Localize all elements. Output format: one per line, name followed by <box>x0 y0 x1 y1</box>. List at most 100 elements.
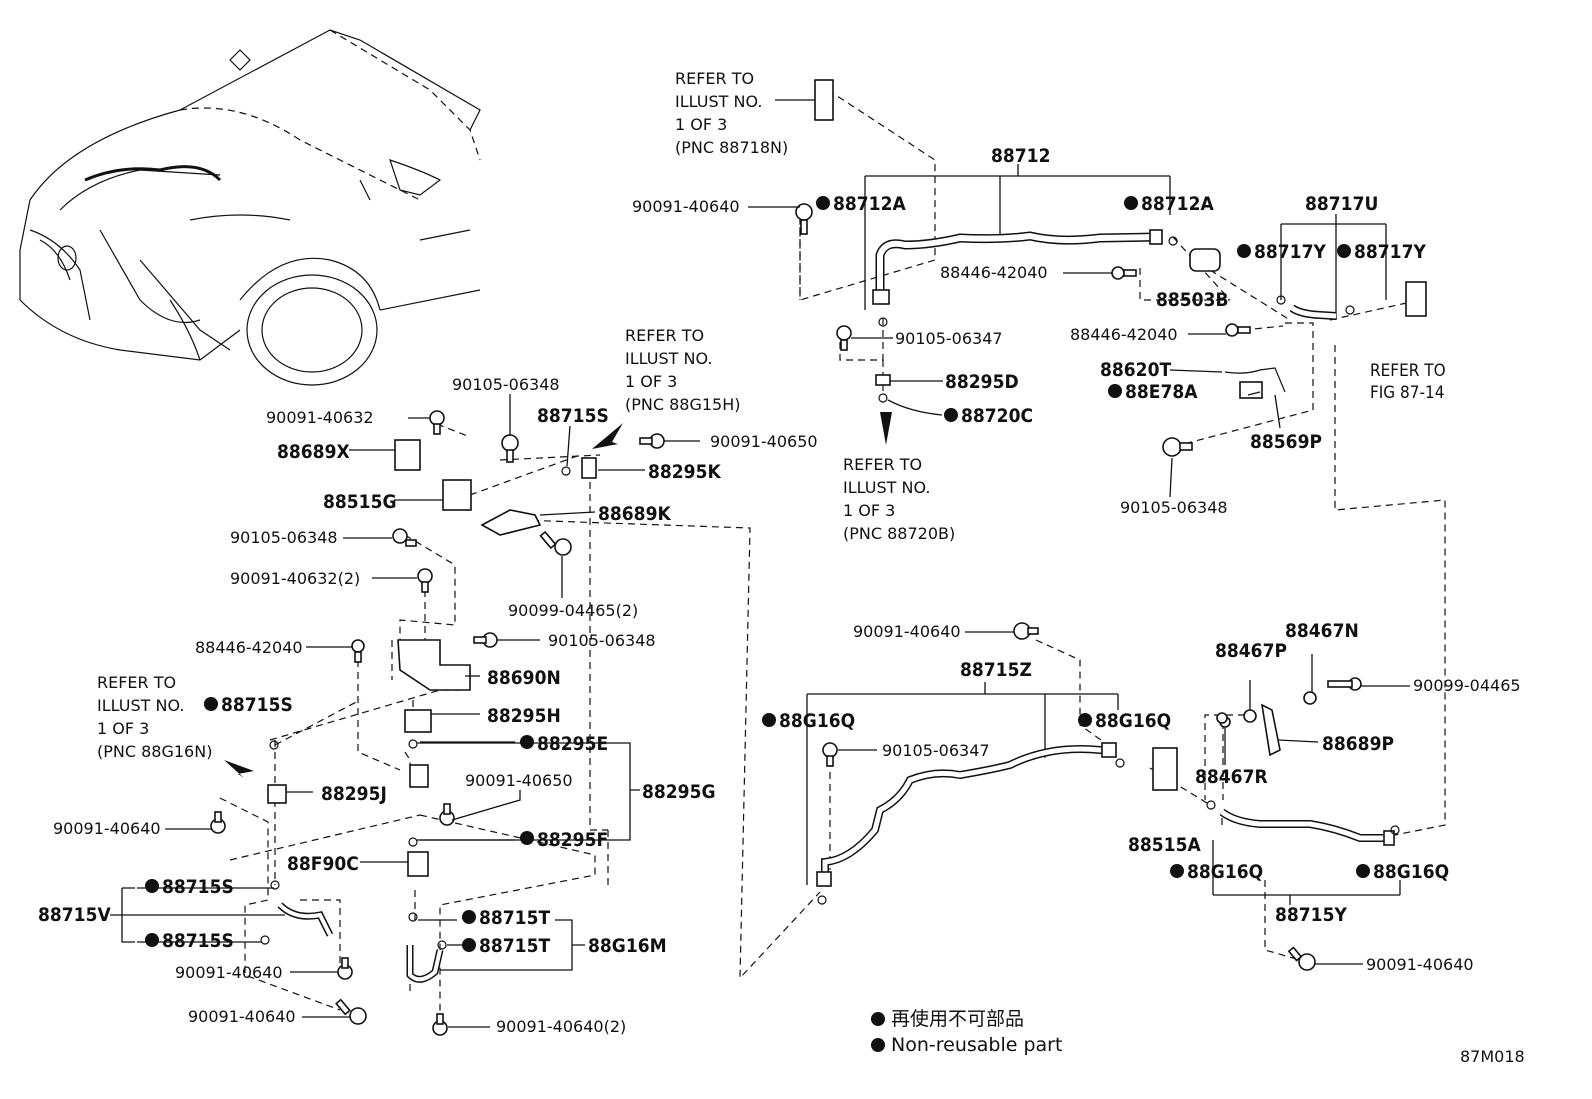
part-label-88295g: 88295G <box>642 781 716 803</box>
part-label-90105-06348: 90105-06348 <box>1120 498 1228 517</box>
part-label-88e78a: 88E78A <box>1125 381 1198 403</box>
hose-88g16m <box>406 945 444 983</box>
bolt-icon <box>639 433 665 449</box>
component-shapes <box>267 79 1427 877</box>
part-label-88690n: 88690N <box>487 667 561 689</box>
nonreusable-dot-icon <box>1108 384 1122 398</box>
part-label-90105-06348: 90105-06348 <box>230 528 338 547</box>
part-label-88295d: 88295D <box>945 371 1019 393</box>
legend: 再使用不可部品 Non-reusable part <box>891 1008 1062 1056</box>
part-label-88295e: 88295E <box>537 733 608 755</box>
refer-note-fig-87-14: REFER TO FIG 87-14 <box>1370 361 1446 403</box>
hose-88715y <box>1219 808 1395 846</box>
clamp-88295j <box>267 784 287 804</box>
part-label-88295k: 88295K <box>648 461 721 483</box>
nonreusable-markers <box>145 196 1370 1052</box>
nonreusable-dot-icon <box>1170 864 1184 878</box>
hose-88715v <box>277 902 334 937</box>
part-label-88g16q: 88G16Q <box>1187 861 1263 883</box>
hose-88715z <box>816 742 1117 887</box>
clip-88718n <box>814 79 834 121</box>
part-label-90099-04465-2: 90099-04465(2) <box>508 601 638 620</box>
car-front-illustration <box>19 29 481 386</box>
part-label-88515a: 88515A <box>1128 834 1201 856</box>
part-label-90091-40640: 90091-40640 <box>188 1007 296 1026</box>
nonreusable-dot-icon <box>1356 864 1370 878</box>
arrow-down-icon <box>880 412 892 445</box>
refer-note-88g16n: REFER TO ILLUST NO. 1 OF 3 (PNC 88G16N) <box>97 673 212 761</box>
bolt-icon <box>392 528 417 547</box>
part-label-90091-40640: 90091-40640 <box>175 963 283 982</box>
part-label-88620t: 88620T <box>1100 359 1171 381</box>
part-label-88712a: 88712A <box>833 193 906 215</box>
part-label-88717y: 88717Y <box>1354 241 1426 263</box>
nonreusable-dot-icon <box>462 938 476 952</box>
bolt-icon <box>539 530 572 556</box>
bolt-icon <box>1225 323 1251 337</box>
nonreusable-dot-icon <box>871 1038 885 1052</box>
part-label-88295f: 88295F <box>537 829 608 851</box>
bolt-icon <box>439 803 455 826</box>
part-label-88715s: 88715S <box>221 694 293 716</box>
bolt-icon <box>1327 677 1362 691</box>
refer-line: 1 OF 3 <box>675 115 727 134</box>
part-label-88467n: 88467N <box>1285 620 1359 642</box>
refer-line: 1 OF 3 <box>625 372 677 391</box>
nonreusable-dot-icon <box>762 713 776 727</box>
refer-line: (PNC 88G15H) <box>625 395 741 414</box>
bolt-icon <box>429 410 445 435</box>
part-label-90091-40650: 90091-40650 <box>710 432 818 451</box>
refer-line: 1 OF 3 <box>97 719 149 738</box>
wire-88620t <box>1224 367 1286 393</box>
bolt-icon <box>1111 266 1137 280</box>
bracket-88690n <box>397 639 471 691</box>
nonreusable-dot-icon <box>145 879 159 893</box>
refer-line: ILLUST NO. <box>843 478 930 497</box>
refer-line: FIG 87-14 <box>1370 383 1444 403</box>
part-label-88717u: 88717U <box>1305 193 1378 215</box>
refer-line: (PNC 88G16N) <box>97 742 212 761</box>
part-label-88g16q: 88G16Q <box>1095 710 1171 732</box>
leader-lines <box>137 99 1410 1028</box>
part-label-88f90c: 88F90C <box>287 853 359 875</box>
group-brackets <box>110 164 1401 971</box>
bracket-88689x <box>394 439 421 471</box>
bolt-icon <box>1287 946 1316 971</box>
part-label-88689p: 88689P <box>1322 733 1394 755</box>
part-label-88515g: 88515G <box>323 491 397 513</box>
refer-line: ILLUST NO. <box>97 696 184 715</box>
clamp-88295g <box>409 764 429 788</box>
part-label-88g16q: 88G16Q <box>779 710 855 732</box>
clamp-88295k <box>581 457 597 479</box>
part-label-88295j: 88295J <box>321 783 387 805</box>
bolt-icon <box>210 811 226 834</box>
washer-88467p <box>1243 709 1257 723</box>
part-label-88467p: 88467P <box>1215 640 1287 662</box>
refer-line: REFER TO <box>97 673 176 692</box>
arrow-up-left-icon <box>224 760 254 778</box>
clip-88e78a <box>1239 381 1263 399</box>
part-label-88720c: 88720C <box>961 405 1033 427</box>
part-label-90105-06347: 90105-06347 <box>895 329 1003 348</box>
refer-line: (PNC 88718N) <box>675 138 788 157</box>
hose-88717u <box>1289 304 1337 320</box>
part-label-88712a: 88712A <box>1141 193 1214 215</box>
bolt-icon <box>836 325 852 351</box>
part-label-90091-40640-2: 90091-40640(2) <box>496 1017 626 1036</box>
refer-line: ILLUST NO. <box>675 92 762 111</box>
bolt-icon <box>822 742 838 767</box>
nonreusable-dot-icon <box>145 933 159 947</box>
part-label-90099-04465: 90099-04465 <box>1413 676 1521 695</box>
o-rings <box>260 236 1400 950</box>
part-label-88569p: 88569P <box>1250 431 1322 453</box>
refer-line: (PNC 88720B) <box>843 524 955 543</box>
part-label-90105-06348: 90105-06348 <box>452 375 560 394</box>
part-label-90091-40650: 90091-40650 <box>465 771 573 790</box>
nonreusable-dot-icon <box>944 408 958 422</box>
part-label-88715t: 88715T <box>479 935 550 957</box>
part-label-88715s: 88715S <box>162 876 234 898</box>
part-label-88715t: 88715T <box>479 907 550 929</box>
nonreusable-dot-icon <box>1337 244 1351 258</box>
part-label-88g16q: 88G16Q <box>1373 861 1449 883</box>
